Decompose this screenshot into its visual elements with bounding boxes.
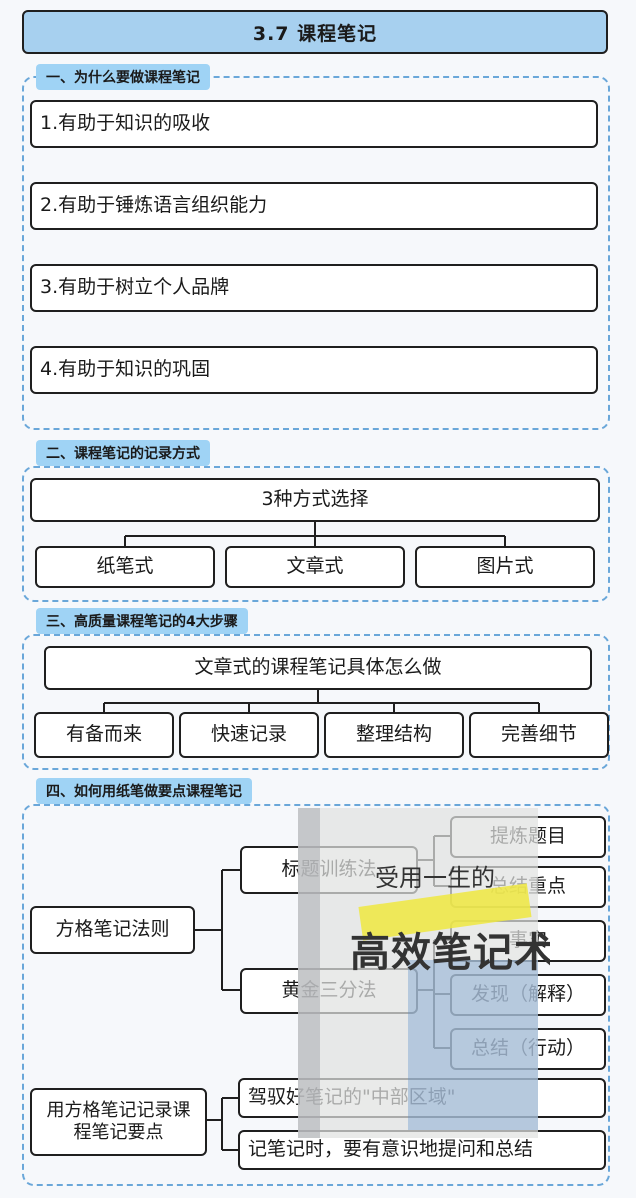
section-3-label: 三、高质量课程笔记的4大步骤	[36, 608, 248, 634]
section-3-container	[22, 634, 610, 770]
reason-item-2: 2.有助于锤炼语言组织能力	[30, 182, 598, 230]
reason-item-1: 1.有助于知识的吸收	[30, 100, 598, 148]
method-picture: 图片式	[415, 546, 595, 588]
section-2-label: 二、课程笔记的记录方式	[36, 440, 210, 466]
section-1-container	[22, 76, 610, 430]
reason-item-3: 3.有助于树立个人品牌	[30, 264, 598, 312]
method-article: 文章式	[225, 546, 405, 588]
steps-root: 文章式的课程笔记具体怎么做	[44, 646, 592, 690]
tree-root-grid-method: 方格笔记法则	[30, 906, 195, 954]
method-root: 3种方式选择	[30, 478, 600, 522]
book-title: 高效笔记术	[350, 929, 550, 976]
method-paper: 纸笔式	[35, 546, 215, 588]
section-1-label: 一、为什么要做课程笔记	[36, 64, 210, 90]
step-4: 完善细节	[469, 712, 609, 758]
book-cover-blue-panel	[408, 960, 538, 1130]
page-title: 3.7 课程笔记	[22, 10, 608, 54]
step-3: 整理结构	[324, 712, 464, 758]
section-2-container	[22, 466, 610, 602]
section-4-label: 四、如何用纸笔做要点课程笔记	[36, 778, 252, 804]
book-spine	[298, 808, 320, 1138]
tree-root-record-points: 用方格笔记记录课程笔记要点	[30, 1088, 207, 1156]
section-4-container	[22, 804, 610, 1186]
step-2: 快速记录	[179, 712, 319, 758]
book-subtitle: 受用一生的	[375, 864, 495, 888]
book-cover-image	[298, 808, 538, 1138]
step-1: 有备而来	[34, 712, 174, 758]
reason-item-4: 4.有助于知识的巩固	[30, 346, 598, 394]
